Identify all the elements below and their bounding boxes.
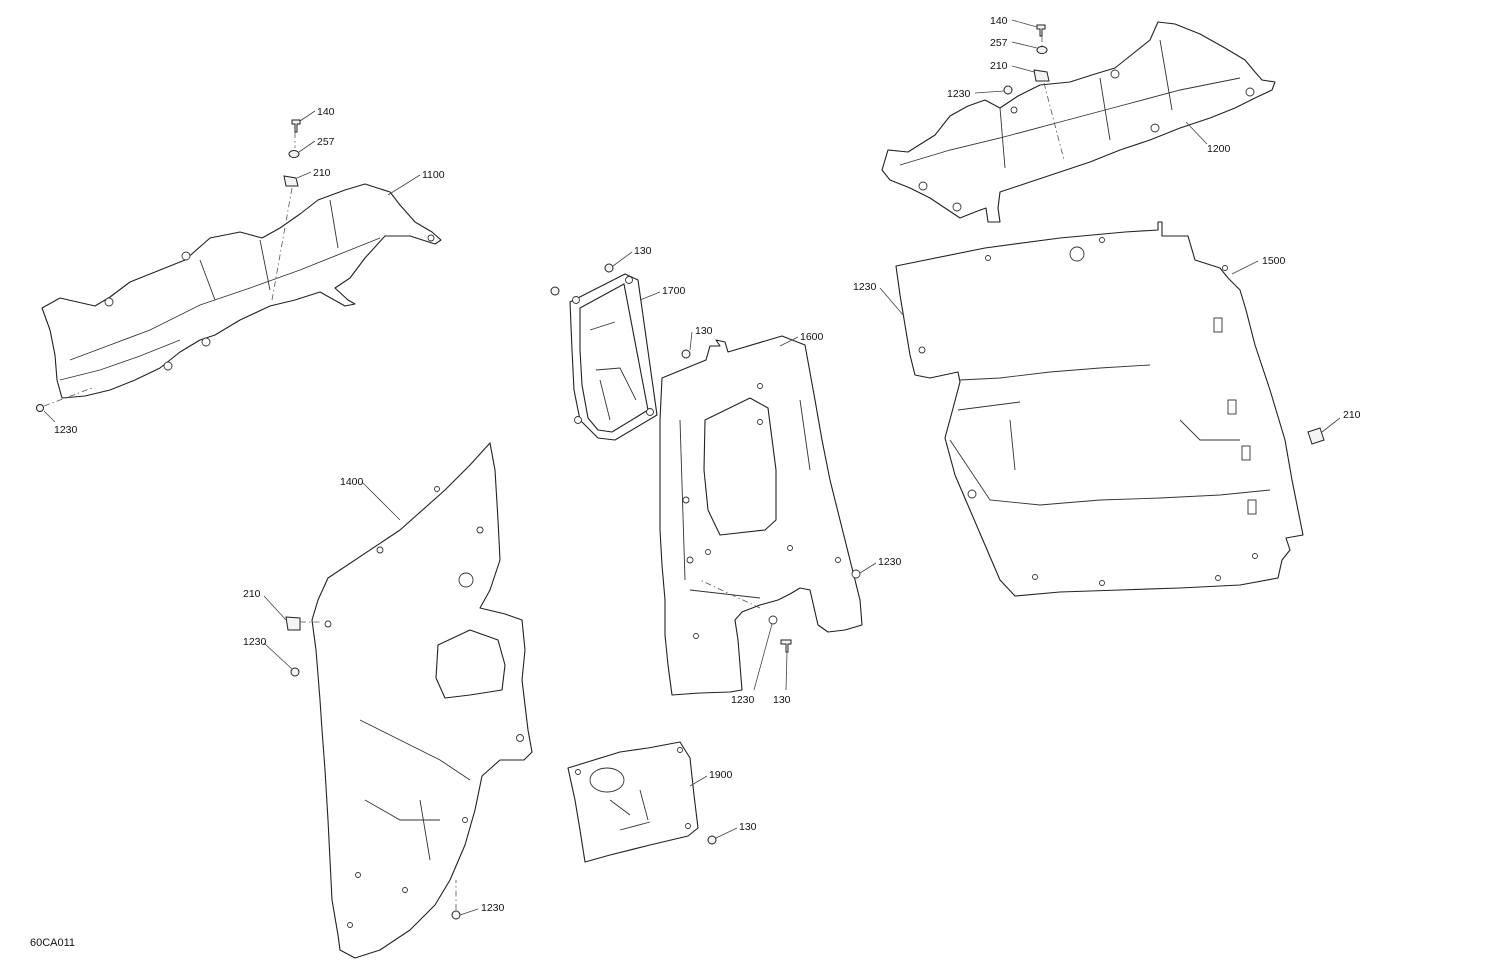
callout-1200-210: 210: [990, 60, 1008, 72]
part-1100-bracket: [41, 183, 442, 399]
callout-1900-130: 130: [739, 821, 757, 833]
part-1600-fasteners: [681, 349, 792, 653]
callout-1500-part: 1500: [1262, 255, 1286, 267]
callout-1100-210: 210: [313, 167, 331, 179]
part-1600-panel: [659, 335, 863, 696]
callout-1100-1230: 1230: [54, 424, 78, 436]
callout-1400-210: 210: [243, 588, 261, 600]
callout-1400-1230-bottom: 1230: [481, 902, 505, 914]
callout-1900-part: 1900: [709, 769, 733, 781]
part-1400-fasteners: [285, 616, 461, 920]
callout-1100-140: 140: [317, 106, 335, 118]
callout-1600-1230-right: 1230: [878, 556, 902, 568]
callout-1400-1230: 1230: [243, 636, 267, 648]
part-1100-fasteners: [36, 119, 301, 412]
part-1500-fasteners: [1307, 427, 1325, 445]
callout-1100-257: 257: [317, 136, 335, 148]
callout-1200-part: 1200: [1207, 143, 1231, 155]
callout-1600-1230-bottom: 1230: [731, 694, 755, 706]
callout-1700-part: 1700: [662, 285, 686, 297]
part-1900-fasteners: [707, 835, 717, 845]
part-1200-fasteners: [1003, 24, 1065, 161]
callout-1200-257: 257: [990, 37, 1008, 49]
callout-1700-130: 130: [634, 245, 652, 257]
callout-1600-130: 130: [695, 325, 713, 337]
callout-labels: 140 257 210 1100 1230 140 257 210 1230 1…: [54, 15, 1361, 914]
callout-1200-140: 140: [990, 15, 1008, 27]
callout-1600-part: 1600: [800, 331, 824, 343]
part-1700-cover: [569, 273, 658, 441]
callout-1500-1230: 1230: [853, 281, 877, 293]
diagram-reference-code: 60CA011: [30, 937, 75, 949]
callout-1400-part: 1400: [340, 476, 364, 488]
part-1900-plate: [567, 741, 699, 863]
callout-1100-part: 1100: [422, 169, 445, 181]
callout-1500-210: 210: [1343, 409, 1361, 421]
part-1700-fasteners: [550, 263, 614, 296]
callout-1600-130-bottom: 130: [773, 694, 791, 706]
part-1200-bracket: [881, 21, 1276, 223]
callout-1200-1230: 1230: [947, 88, 971, 100]
part-1500-panel: [895, 221, 1304, 597]
part-1400-panel: [311, 442, 533, 959]
callout-leaders: [43, 19, 1341, 916]
